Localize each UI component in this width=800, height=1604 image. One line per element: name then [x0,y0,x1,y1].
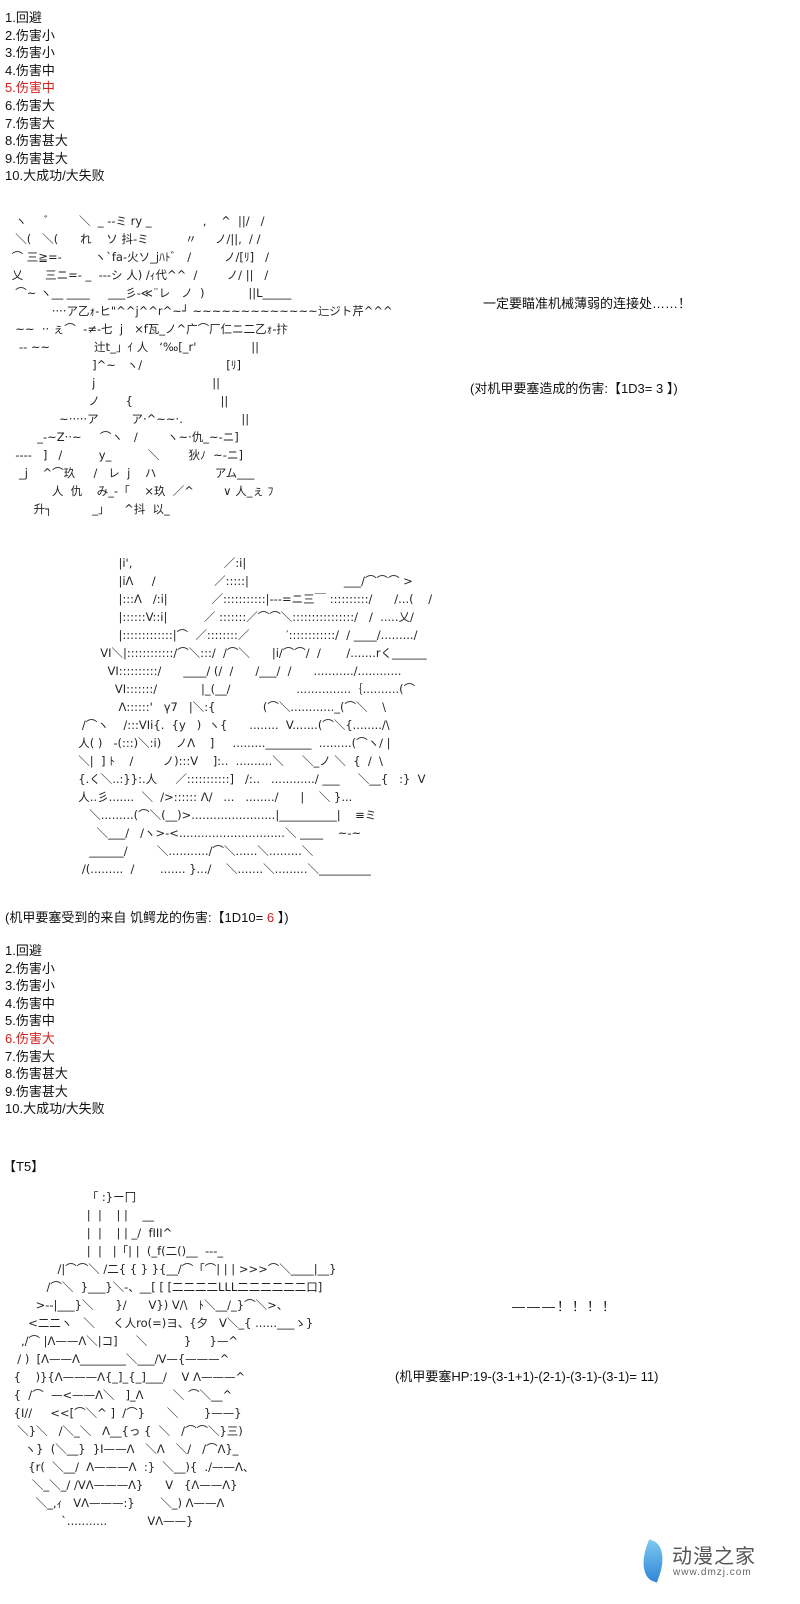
feather-logo-icon [636,1539,670,1583]
ascii-art-tree-scene: ヽ ﾞ ＼ _ --ミ ry _ , ^ ||/ / ＼( ＼( れ ソ 抖-ミ… [11,214,393,516]
ascii-art-dragon-battle: |i', ／:i| |iΛ / ／:::::| ___/⌒⌒⌒ > |:::Λ … [78,556,433,876]
list-item-highlighted: 5.伤害中 [5,80,55,96]
list-item: 2.伤害小 [5,960,55,976]
list-item: 5.伤害中 [5,1013,55,1029]
list-item: 10.大成功/大失败 [5,1101,105,1117]
damage-roll-2: (机甲要塞受到的来自 饥鳄龙的伤害:【1D10= 6 】) [5,907,289,926]
hp-line: (机甲要塞HP:19-(3-1+1)-(2-1)-(3-1)-(3-1)= 11… [395,1369,659,1384]
list-item-highlighted: 6.伤害大 [5,1030,55,1046]
damage-roll-1: (对机甲要塞造成的伤害:【1D3= 3 】) [470,378,678,397]
turn-label: 【T5】 [3,1159,45,1174]
list-item: 3.伤害小 [5,45,55,61]
dialog-text: 一定要瞄准机械薄弱的连接处……！ [483,296,692,311]
roll-prefix: (机甲要塞受到的来自 饥鳄龙的伤害:【1D10= [5,910,267,925]
list-item: 6.伤害大 [5,97,55,113]
roll-value: 6 [266,910,275,925]
roll-suffix: 】) [274,910,289,925]
list-item: 4.伤害中 [5,995,55,1011]
list-item: 2.伤害小 [5,27,55,43]
list-item: 3.伤害小 [5,978,55,994]
roll-suffix: 】) [663,381,678,396]
list-item: 10.大成功/大失败 [5,168,105,184]
roll-value: 3 [656,381,664,396]
list-item: 4.伤害中 [5,62,55,78]
list-item: 8.伤害甚大 [5,133,68,149]
list-item: 7.伤害大 [5,1048,55,1064]
result-table-2: 1.回避 2.伤害小 3.伤害小 4.伤害中 5.伤害中 6.伤害大 7.伤害大… [5,942,105,1118]
ascii-art-mech-fortress: 「 :}ー冂 | | | | __ | | | | _/ fIII^ | | |… [13,1190,337,1528]
list-item: 9.伤害甚大 [5,1083,68,1099]
shout-text: ———！！！！ [512,1299,618,1314]
logo-name: 动漫之家 [672,1546,756,1568]
list-item: 7.伤害大 [5,115,55,131]
result-table-1: 1.回避 2.伤害小 3.伤害小 4.伤害中 5.伤害中 6.伤害大 7.伤害大… [5,9,105,185]
list-item: 8.伤害甚大 [5,1066,68,1082]
list-item: 1.回避 [5,943,42,958]
list-item: 9.伤害甚大 [5,150,68,166]
logo-url: www.dmzj.com [673,1567,752,1578]
list-item: 1.回避 [5,10,42,25]
site-logo: 动漫之家 www.dmzj.com [636,1539,792,1590]
roll-prefix: (对机甲要塞造成的伤害:【1D3= [470,381,656,396]
